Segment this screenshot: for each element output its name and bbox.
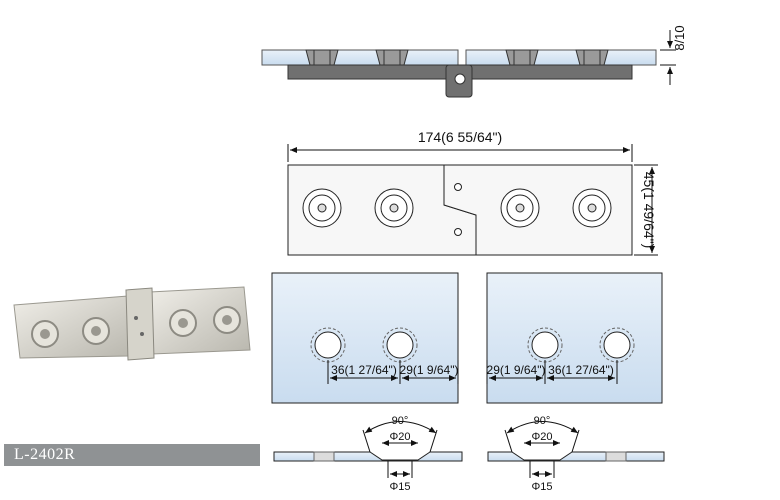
overall-length-label: 174(6 55/64") — [418, 129, 502, 145]
width-label: 45(1 49/64") — [641, 172, 657, 249]
left-hole-spacing-label: 36(1 27/64") — [331, 363, 397, 377]
plan-screw-fittings — [302, 188, 612, 228]
left-countersink-dia-label: Φ20 — [389, 431, 410, 443]
glass-panel-right: 29(1 9/64") 36(1 27/64") — [486, 272, 663, 404]
right-countersink-dia-label: Φ20 — [531, 431, 552, 443]
left-angle-label: 90° — [392, 415, 409, 427]
product-photo — [4, 270, 260, 440]
plan-pivot-holes — [454, 183, 462, 236]
right-angle-label: 90° — [534, 415, 551, 427]
side-view: 8/10 — [261, 25, 687, 98]
countersink-section-left: 90° Φ20 Φ15 — [273, 415, 463, 493]
model-code-label: L-2402R — [4, 444, 260, 466]
left-hole-dia-label: Φ15 — [389, 481, 410, 493]
left-edge-offset-label: 29(1 9/64") — [400, 363, 459, 377]
countersink-section-right: 90° Φ20 Φ15 — [487, 415, 665, 493]
photo-screw-fittings — [31, 306, 241, 348]
right-edge-offset-label: 29(1 9/64") — [487, 363, 546, 377]
right-hole-dia-label: Φ15 — [531, 481, 552, 493]
thickness-label: 8/10 — [672, 25, 687, 50]
glass-panel-left: 36(1 27/64") 29(1 9/64") — [271, 272, 459, 404]
right-hole-spacing-label: 36(1 27/64") — [548, 363, 614, 377]
plan-view: 174(6 55/64") 45(1 49/64") — [287, 129, 658, 256]
thickness-dimension: 8/10 — [660, 25, 687, 85]
